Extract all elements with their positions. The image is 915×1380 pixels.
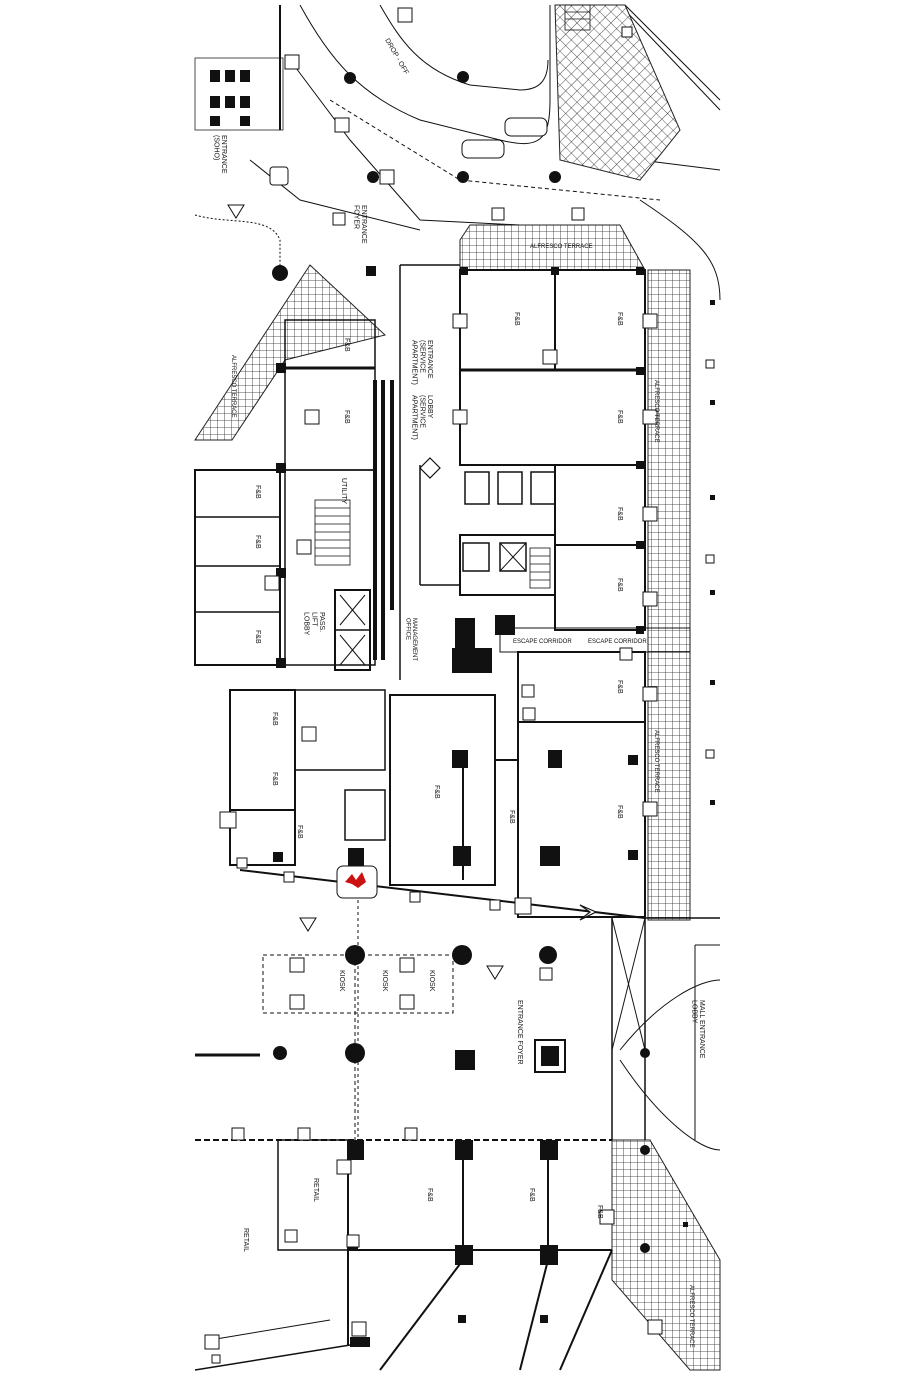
fnb-label: F&B [596, 1205, 603, 1219]
alfresco-terrace-bottom-label: ALFRESCO TERRACE [688, 1285, 694, 1348]
fnb-label: F&B [616, 680, 623, 694]
management-office-label: MANAGEMENTOFFICE [404, 618, 417, 661]
retail-2-label: RETAIL [242, 1228, 249, 1252]
level-marker-icon [227, 204, 504, 980]
escape-corridor-1-label: ESCAPE CORRIDOR [513, 639, 572, 645]
bollards [683, 300, 715, 1227]
fnb-label: F&B [254, 535, 261, 549]
fnb-label: F&B [616, 805, 623, 819]
fnb-label: F&B [343, 338, 350, 352]
alfresco-terrace-left-label: ALFRESCO TERRACE [230, 355, 236, 418]
tree-markers [344, 71, 561, 183]
alfresco-terrace-bottom [611, 1139, 721, 1371]
stair-icon [314, 4, 591, 589]
paving-top-right [554, 4, 681, 181]
fnb-label: F&B [513, 312, 520, 326]
lobby-service-apt-label: LOBBY(SERVICEAPARTMENT) [411, 395, 433, 440]
fnb-label: F&B [616, 410, 623, 424]
fnb-label: F&B [508, 810, 515, 824]
kiosk-3-label: KIOSK [428, 970, 435, 992]
entrance-soho-label: ENTRANCE(SOHO) [212, 135, 227, 174]
fnb-label: F&B [296, 825, 303, 839]
alfresco-terrace-left [194, 264, 387, 441]
planter-strip [373, 380, 394, 660]
you-are-here-marker [336, 865, 378, 899]
fnb-label: F&B [343, 410, 350, 424]
fnb-label: F&B [271, 772, 278, 786]
fnb-label: F&B [528, 1188, 535, 1202]
fnb-label: F&B [616, 578, 623, 592]
door-icon [419, 457, 598, 921]
fnb-label: F&B [616, 312, 623, 326]
entrance-foyer-top-label: ENTRANCEFOYER [352, 205, 367, 244]
lift-icon [339, 542, 527, 666]
fnb-label: F&B [254, 630, 261, 644]
retail-1-label: RETAIL [312, 1178, 319, 1202]
mall-entrance-lobby-label: MALL ENTRANCELOBBY [690, 1000, 705, 1059]
utility-label: UTILITY [340, 478, 347, 504]
alfresco-terrace-right2-label: ALFRESCO TERRACE [653, 730, 659, 793]
entrance-foyer-main-label: ENTRANCE FOYER [516, 1000, 523, 1065]
alfresco-terrace-right-label: ALFRESCO TERRACE [653, 380, 659, 443]
fnb-label: F&B [426, 1188, 433, 1202]
alfresco-terrace-top-label: ALFRESCO TERRACE [530, 244, 593, 250]
pass-lift-lobby-label: PASS.LIFTLOBBY [303, 612, 325, 636]
escape-corridor-2-label: ESCAPE CORRIDOR [588, 639, 647, 645]
car-icon [461, 117, 548, 159]
kiosk-2-label: KIOSK [381, 970, 388, 992]
fnb-label: F&B [271, 712, 278, 726]
fnb-label: F&B [616, 507, 623, 521]
entrance-service-apt-label: ENTRANCE(SERVICEAPARTMENT) [411, 340, 433, 385]
service-sign-icon [204, 7, 715, 1364]
kiosk-1-label: KIOSK [338, 970, 345, 992]
service-block [452, 615, 515, 673]
parking-area [194, 5, 284, 131]
fnb-label: F&B [433, 785, 440, 799]
fnb-label: F&B [254, 485, 261, 499]
